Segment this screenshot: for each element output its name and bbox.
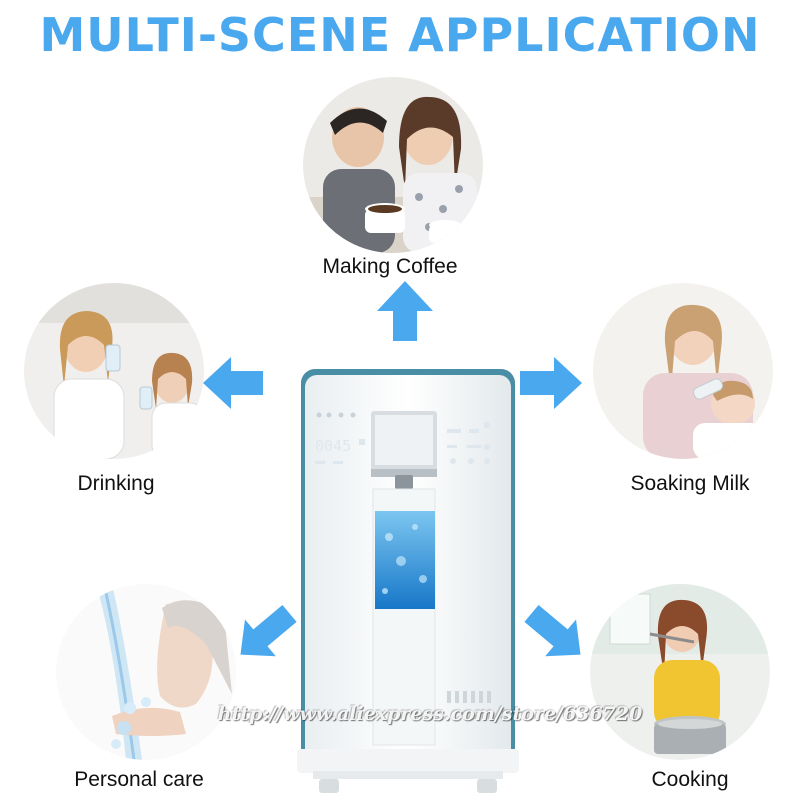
arrow-down-left-icon — [233, 604, 297, 664]
drinking-caption: Drinking — [77, 472, 155, 495]
cooking-caption: Cooking — [651, 768, 729, 791]
drinking-photo — [24, 283, 204, 459]
arrow-up-icon — [377, 281, 433, 341]
arrow-right-icon — [520, 357, 582, 409]
display-reading: 0045 — [315, 437, 351, 455]
making-coffee-photo — [303, 77, 483, 253]
cooking-photo — [590, 584, 770, 760]
page-title: MULTI-SCENE APPLICATION — [39, 8, 761, 62]
personal-care-photo — [56, 584, 236, 760]
water-dispenser: 0045 — [297, 365, 519, 797]
watermark-url: http://www.aliexpress.com/store/636720 — [217, 703, 643, 725]
personal-care-caption: Personal care — [74, 768, 204, 791]
arrow-left-icon — [203, 357, 263, 409]
soaking-milk-caption: Soaking Milk — [630, 472, 750, 495]
arrow-down-right-icon — [524, 604, 588, 664]
soaking-milk-photo — [593, 283, 773, 459]
making-coffee-caption: Making Coffee — [322, 255, 458, 278]
